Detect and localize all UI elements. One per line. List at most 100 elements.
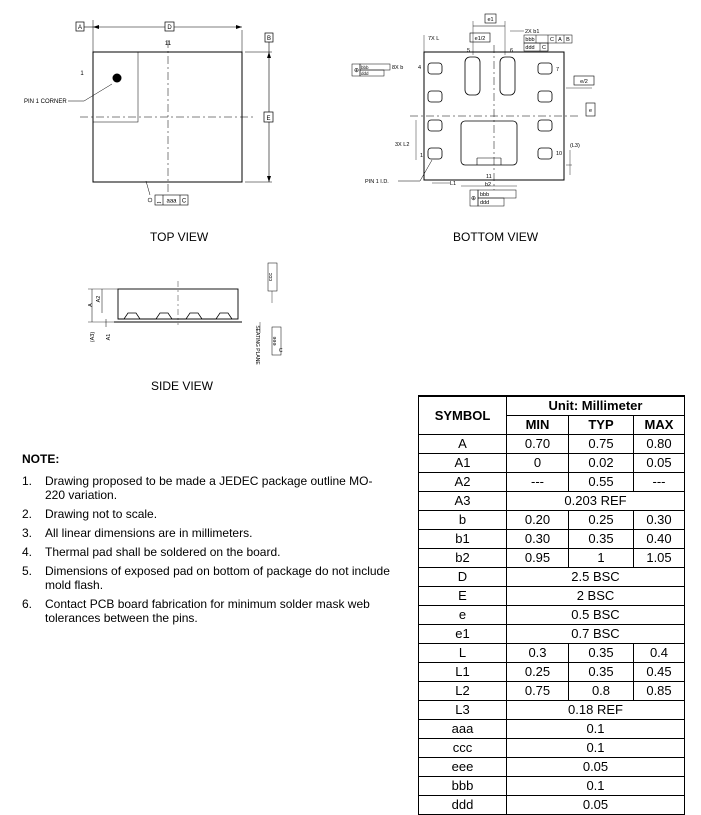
l-7x-label: 7X L	[428, 36, 439, 42]
svg-text:⊕: ⊕	[354, 68, 359, 74]
table-cell-symbol: e	[418, 605, 507, 625]
table-cell-max: 0.40	[633, 529, 685, 549]
table-cell-max: 0.30	[633, 510, 685, 530]
b1-fcf-bbb: bbb	[525, 37, 534, 43]
b-fcf-bbb: bbb	[361, 65, 369, 70]
table-cell-min: 0.25	[506, 662, 569, 682]
table-cell-typ: 0.35	[568, 529, 634, 549]
table-row: A2---0.55---	[418, 472, 685, 492]
typ-header: TYP	[568, 415, 634, 435]
notes-title: NOTE:	[22, 452, 60, 466]
l2-3x-label: 3X L2	[395, 142, 409, 148]
side-ccc-label: ccc	[268, 273, 274, 282]
table-cell-symbol: A2	[418, 472, 507, 492]
side-a1-label: A1	[106, 334, 112, 341]
table-cell-typ: 0.02	[568, 453, 634, 473]
table-cell-min: ---	[506, 472, 569, 492]
dim-e-label: E	[266, 116, 270, 122]
table-cell-merged: 0.1	[506, 776, 685, 796]
table-cell-typ: 0.35	[568, 643, 634, 663]
datum-a-label: A	[78, 25, 82, 31]
table-cell-symbol: L1	[418, 662, 507, 682]
side-eee-label: eee	[272, 336, 278, 345]
table-cell-symbol: aaa	[418, 719, 507, 739]
table-cell-typ: 1	[568, 548, 634, 568]
e1-half-label: e1/2	[475, 36, 486, 42]
table-cell-min: 0.20	[506, 510, 569, 530]
l3-label: (L3)	[570, 143, 580, 149]
l1-label: L1	[450, 181, 456, 187]
table-cell-symbol: b	[418, 510, 507, 530]
table-cell-symbol: L2	[418, 681, 507, 701]
table-cell-symbol: D	[418, 567, 507, 587]
svg-text:⊕: ⊕	[471, 196, 476, 202]
b1-fcf-b: B	[566, 37, 570, 43]
table-cell-max: 0.05	[633, 453, 685, 473]
table-cell-symbol: bbb	[418, 776, 507, 796]
pin7-label: 7	[556, 67, 559, 73]
pin1-bottom-label: 1	[420, 153, 423, 159]
side-a3-label: (A3)	[90, 332, 96, 343]
table-cell-typ: 0.55	[568, 472, 634, 492]
side-a2-label: A2	[96, 296, 102, 303]
table-cell-min: 0.3	[506, 643, 569, 663]
note-item: 1.Drawing proposed to be made a JEDEC pa…	[22, 474, 373, 502]
table-cell-typ: 0.8	[568, 681, 634, 701]
table-cell-min: 0.70	[506, 434, 569, 454]
b-8x-label: 8X b	[392, 65, 403, 71]
note-item: 3.All linear dimensions are in millimete…	[22, 526, 253, 540]
table-cell-max: 0.85	[633, 681, 685, 701]
table-cell-max: ---	[633, 472, 685, 492]
table-cell-symbol: A3	[418, 491, 507, 511]
table-cell-min: 0.95	[506, 548, 569, 568]
pin1-dot	[112, 73, 122, 83]
table-cell-symbol: ccc	[418, 738, 507, 758]
side-c-label: C	[279, 348, 283, 354]
seating-plane-label: SEATING PLANE	[254, 325, 260, 365]
table-cell-merged: 0.18 REF	[506, 700, 685, 720]
note-item: 5.Dimensions of exposed pad on bottom of…	[22, 564, 390, 592]
pin5-label: 5	[467, 48, 470, 54]
datum-b-label: B	[267, 36, 271, 42]
table-cell-typ: 0.25	[568, 510, 634, 530]
fcf-aaa-label: aaa	[166, 199, 177, 205]
table-cell-merged: 2 BSC	[506, 586, 685, 606]
bottom-view-caption: BOTTOM VIEW	[453, 230, 539, 244]
side-view-drawing: ccc A A2 (A3) A1 SEATING PLANE eee C	[88, 262, 283, 365]
b1-label: 2X b1	[525, 29, 539, 35]
e-half-label: e/2	[580, 79, 588, 85]
pin6-label: 6	[510, 48, 513, 54]
table-cell-merged: 0.5 BSC	[506, 605, 685, 625]
pin11-bottom-label: 11	[486, 174, 492, 180]
symbol-header: SYMBOL	[418, 395, 507, 435]
b2-label: b2	[485, 182, 491, 188]
table-cell-merged: 0.203 REF	[506, 491, 685, 511]
table-cell-max: 0.4	[633, 643, 685, 663]
table-cell-merged: 0.1	[506, 738, 685, 758]
table-cell-symbol: L	[418, 643, 507, 663]
table-cell-symbol: L3	[418, 700, 507, 720]
dim-d-label: D	[167, 25, 172, 31]
e-label: e	[589, 108, 592, 114]
min-header: MIN	[506, 415, 569, 435]
table-cell-min: 0.75	[506, 681, 569, 701]
table-cell-symbol: A	[418, 434, 507, 454]
pin4-label: 4	[418, 65, 421, 71]
b2-fcf-ddd: ddd	[480, 200, 489, 206]
table-cell-symbol: eee	[418, 757, 507, 777]
